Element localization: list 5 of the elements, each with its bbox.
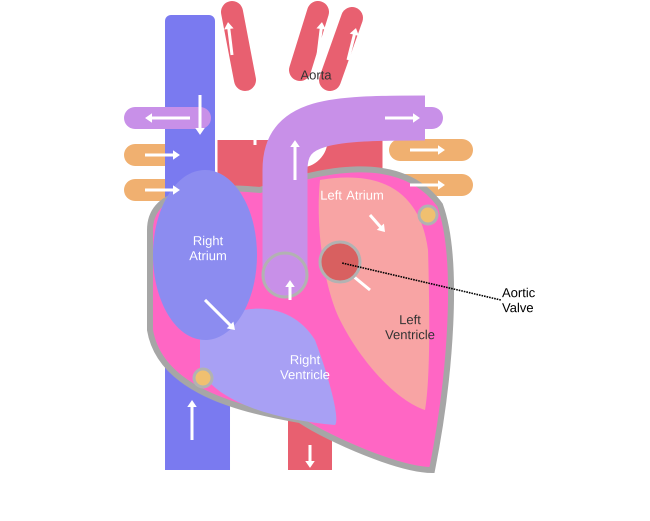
chamber-label: Right Atrium — [189, 236, 226, 260]
leader-line — [342, 262, 501, 301]
chamber-label: Left Atrium — [321, 190, 383, 200]
part-label: Aortic Valve — [502, 288, 535, 312]
chamber-label: Left Ventricle — [385, 314, 434, 340]
